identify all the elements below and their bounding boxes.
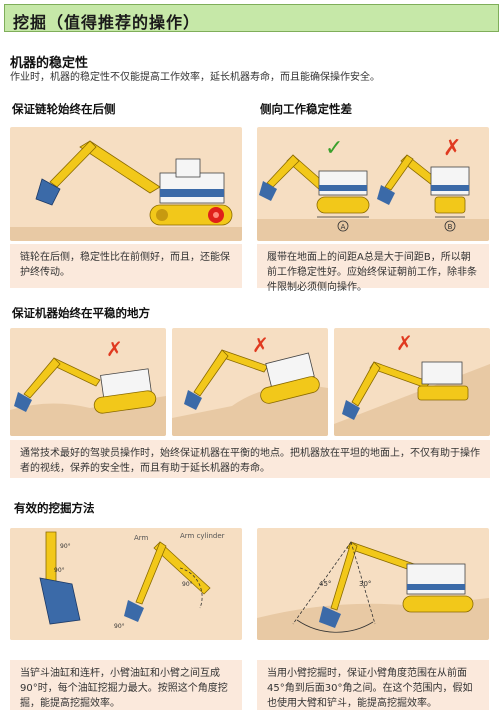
digging-heading: 有效的挖掘方法	[14, 501, 95, 515]
lateral-illustration: A ✓ B ✗	[257, 127, 489, 241]
ng-cross-icon: ✗	[443, 136, 461, 161]
label-a: A	[341, 223, 346, 231]
digging-illustration-right: 45° 30°	[257, 528, 489, 640]
arm-cylinder-label: Arm cylinder	[180, 532, 225, 540]
digging-caption-left: 当铲斗油缸和连杆，小臂油缸和小臂之间互成90°时，每个油缸挖掘力最大。按照这个角…	[10, 660, 242, 710]
ng-cross-icon: ✗	[252, 333, 269, 357]
angle-90-label: 90°	[60, 543, 71, 550]
level-illustration-2: ✗	[172, 328, 328, 436]
label-b: B	[448, 223, 453, 231]
ng-cross-icon: ✗	[106, 337, 123, 361]
sprocket-illustration	[10, 127, 242, 241]
sprocket-heading: 保证链轮始终在后侧	[12, 102, 116, 116]
level-heading: 保证机器始终在平稳的地方	[12, 306, 150, 320]
level-illustration-3: ✗	[334, 328, 490, 436]
stability-intro: 作业时，机器的稳定性不仅能提高工作效率，延长机器寿命，而且能确保操作安全。	[10, 72, 380, 83]
arm-label: Arm	[134, 534, 149, 542]
digging-caption-right: 当用小臂挖掘时，保证小臂角度范围在从前面45°角到后面30°角之间。在这个范围内…	[257, 660, 489, 710]
level-illustration-1: ✗	[10, 328, 166, 436]
angle-45-label: 45°	[319, 580, 331, 588]
stability-heading: 机器的稳定性	[10, 56, 89, 71]
page-title: 挖掘（值得推荐的操作）	[4, 4, 499, 32]
ok-check-icon: ✓	[325, 136, 343, 161]
lateral-caption: 履带在地面上的间距A总是大于间距B，所以朝前工作稳定性好。应始终保证朝前工作，除…	[257, 244, 489, 293]
ng-cross-icon: ✗	[396, 331, 413, 355]
angle-90-label: 90°	[182, 581, 193, 588]
angle-90-label: 90°	[54, 567, 65, 574]
level-caption: 通常技术最好的驾驶员操作时，始终保证机器在平衡的地点。把机器放在平坦的地面上，不…	[10, 440, 490, 478]
angle-30-label: 30°	[359, 580, 371, 588]
digging-illustration-left: 90° 90° Arm Arm cylinder 90° 90°	[10, 528, 242, 640]
sprocket-caption: 链轮在后侧，稳定性比在前侧好，而且，还能保护终传动。	[10, 244, 242, 288]
lateral-heading: 侧向工作稳定性差	[260, 102, 352, 116]
angle-90-label: 90°	[114, 623, 125, 630]
